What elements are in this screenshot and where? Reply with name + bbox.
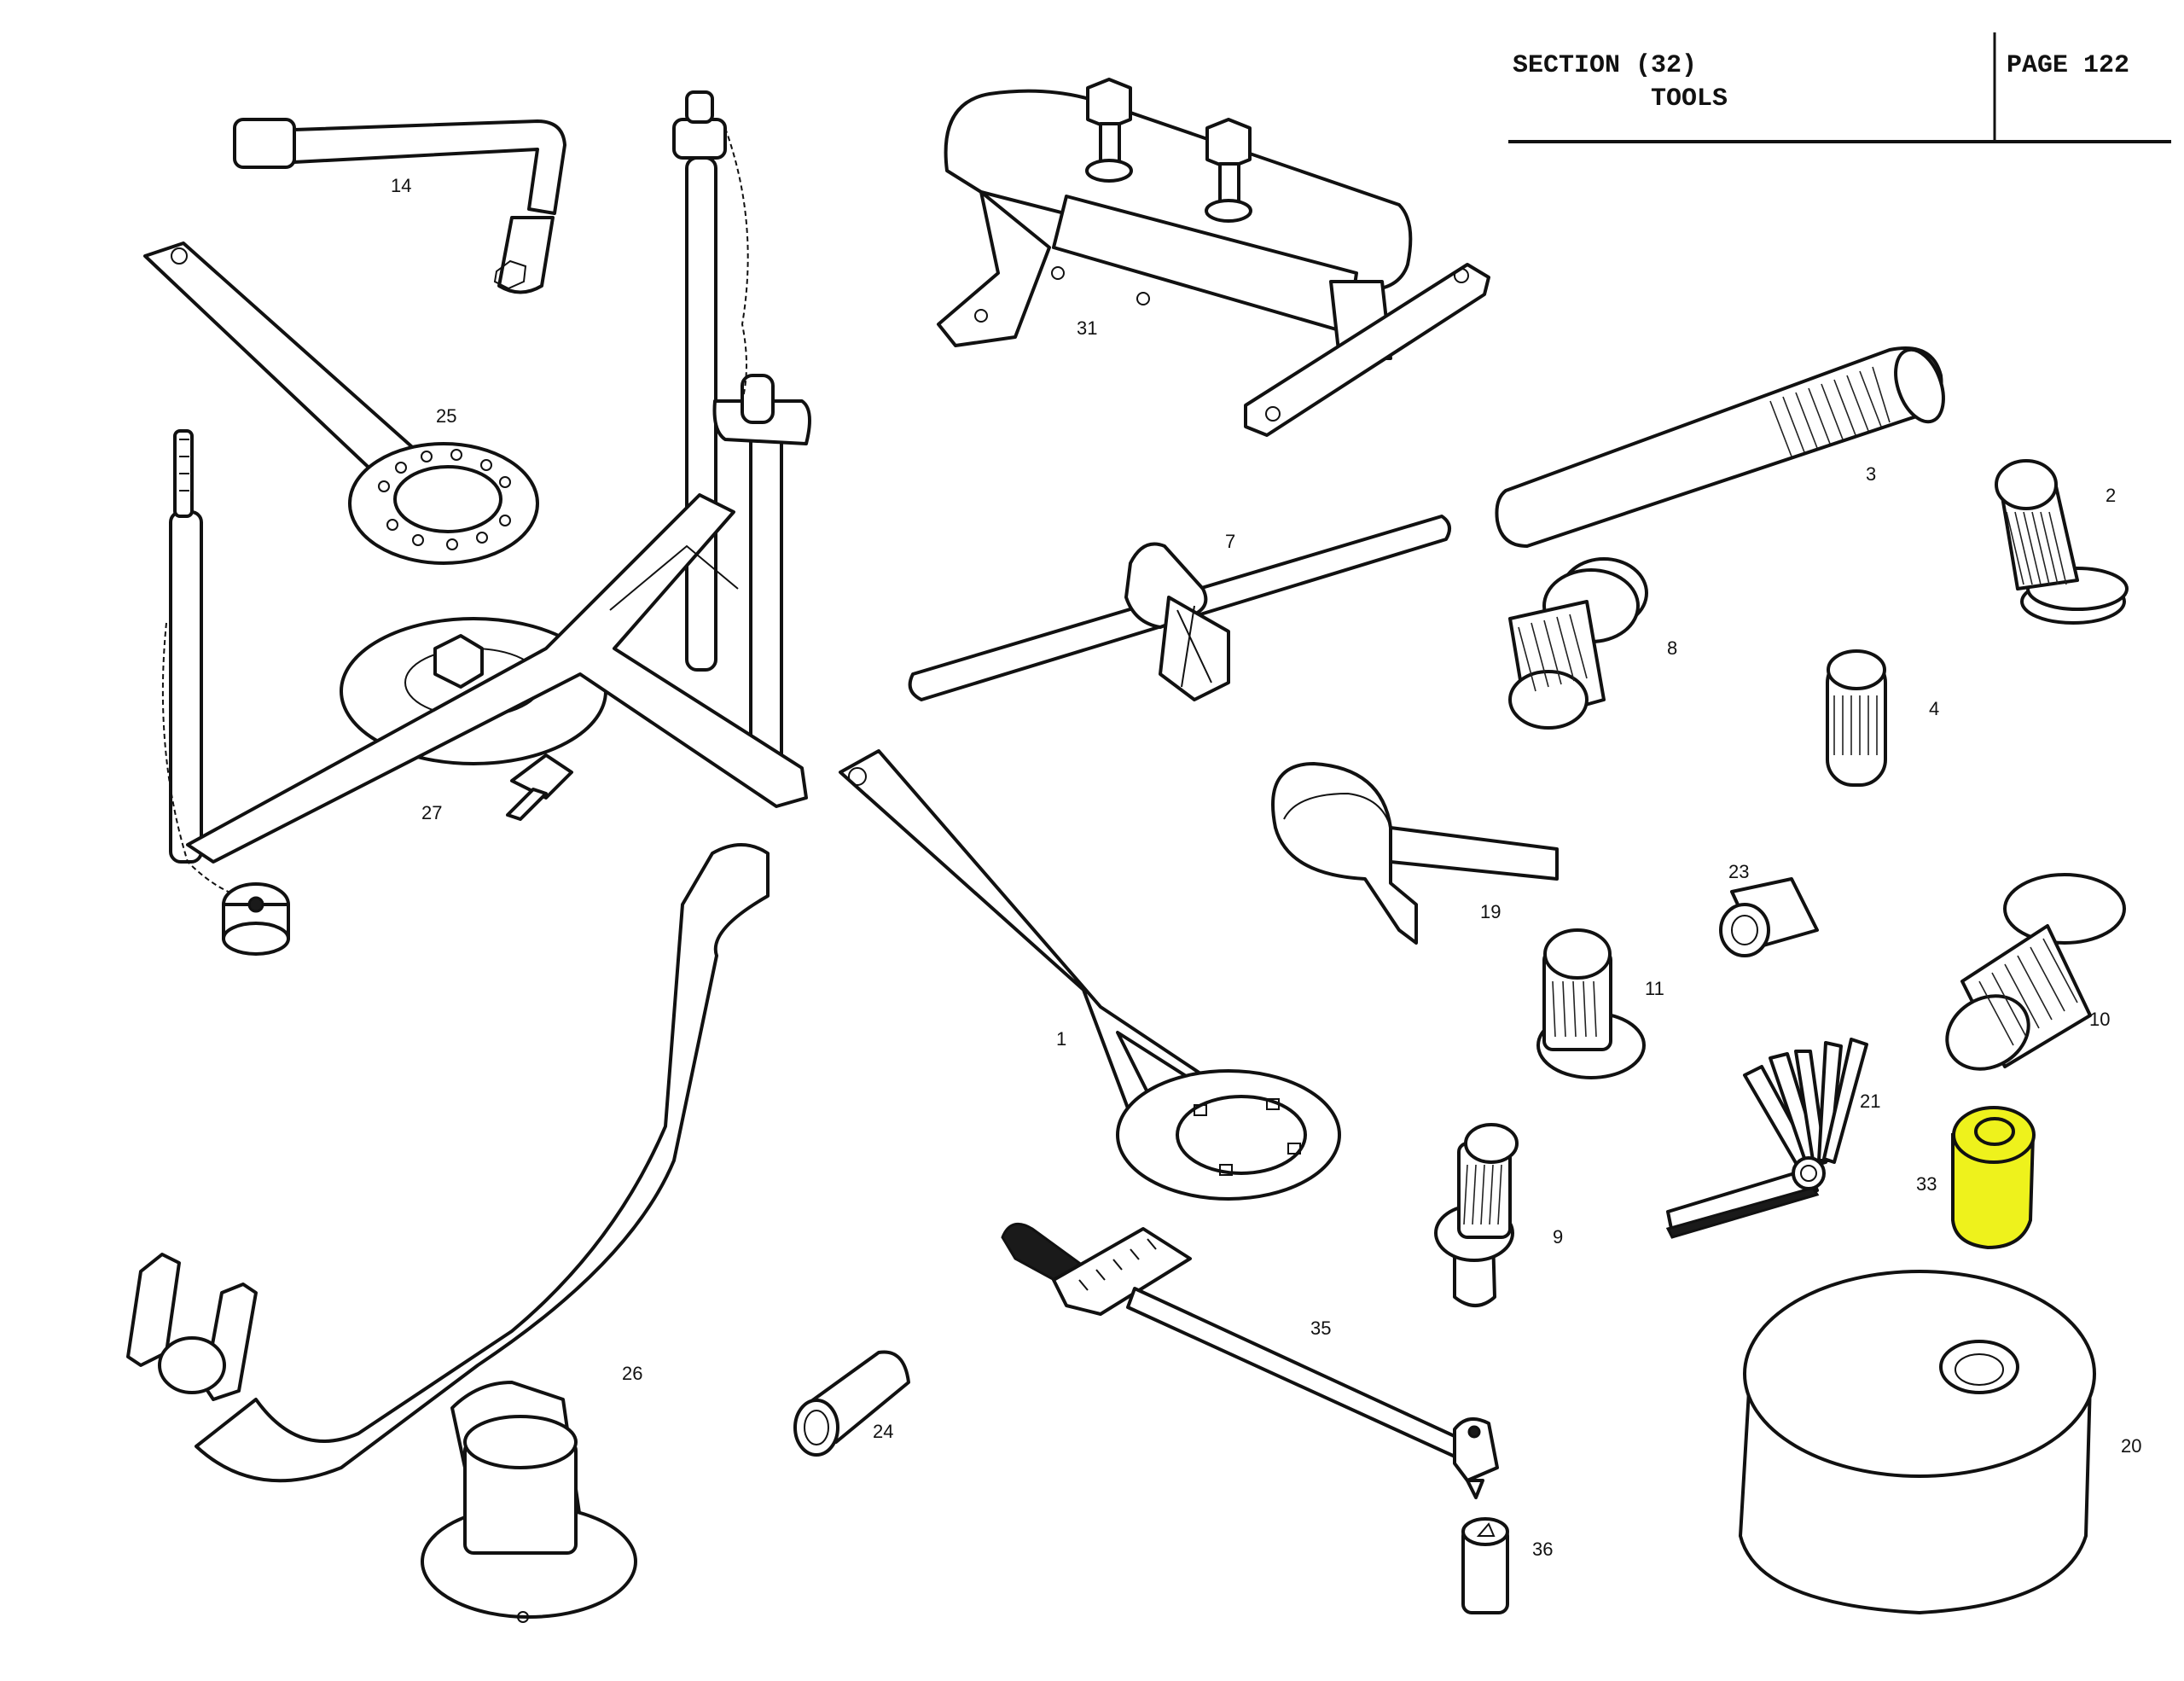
tool-36[interactable]: [1461, 1517, 1509, 1614]
label-1: 1: [1056, 1028, 1066, 1050]
label-3: 3: [1866, 463, 1876, 485]
tool-7[interactable]: [908, 515, 1451, 701]
label-27: 27: [421, 802, 442, 823]
tool-35[interactable]: [1001, 1222, 1499, 1499]
tool-25[interactable]: [143, 241, 539, 565]
label-10: 10: [2089, 1009, 2110, 1030]
tool-21[interactable]: [1665, 1038, 1868, 1239]
tool-4[interactable]: [1826, 649, 1887, 787]
tool-31[interactable]: [937, 78, 1490, 437]
label-4: 4: [1929, 698, 1939, 719]
tool-23[interactable]: [1719, 877, 1819, 957]
label-20: 20: [2121, 1435, 2141, 1457]
label-33: 33: [1916, 1173, 1937, 1195]
section-title: TOOLS: [1651, 84, 1728, 113]
tool-26[interactable]: [126, 843, 770, 1623]
tool-14[interactable]: [233, 118, 566, 294]
tool-9[interactable]: [1434, 1123, 1519, 1307]
item-labels: 14 25 27 31 7 3 2 8 4 19 23 11 10 1 21 3…: [391, 175, 2141, 1560]
label-14: 14: [391, 175, 411, 196]
tool-20[interactable]: [1739, 1270, 2096, 1614]
page-header: SECTION (32) TOOLS PAGE 122: [1508, 32, 2171, 143]
tool-1[interactable]: [839, 749, 1341, 1201]
tool-27[interactable]: [161, 90, 811, 956]
tool-24[interactable]: [793, 1350, 910, 1457]
label-31: 31: [1077, 317, 1097, 339]
label-24: 24: [873, 1421, 893, 1442]
tool-33[interactable]: [1951, 1106, 2036, 1250]
label-8: 8: [1667, 637, 1677, 659]
tool-2[interactable]: [1995, 459, 2129, 625]
label-35: 35: [1310, 1317, 1331, 1339]
label-26: 26: [622, 1363, 642, 1384]
label-19: 19: [1480, 901, 1501, 922]
label-25: 25: [436, 405, 456, 427]
label-7: 7: [1225, 531, 1235, 552]
label-2: 2: [2106, 485, 2116, 506]
tool-8[interactable]: [1508, 557, 1648, 730]
label-11: 11: [1645, 978, 1664, 999]
tool-10[interactable]: [1934, 873, 2126, 1084]
label-23: 23: [1728, 861, 1749, 882]
tool-3[interactable]: [1495, 343, 1952, 548]
tool-11[interactable]: [1536, 928, 1646, 1079]
section-label: SECTION (32): [1513, 51, 1697, 80]
label-9: 9: [1553, 1226, 1563, 1248]
page-number: PAGE 122: [2007, 51, 2129, 80]
label-21: 21: [1860, 1091, 1880, 1112]
label-36: 36: [1532, 1538, 1553, 1560]
tool-19[interactable]: [1271, 762, 1559, 945]
